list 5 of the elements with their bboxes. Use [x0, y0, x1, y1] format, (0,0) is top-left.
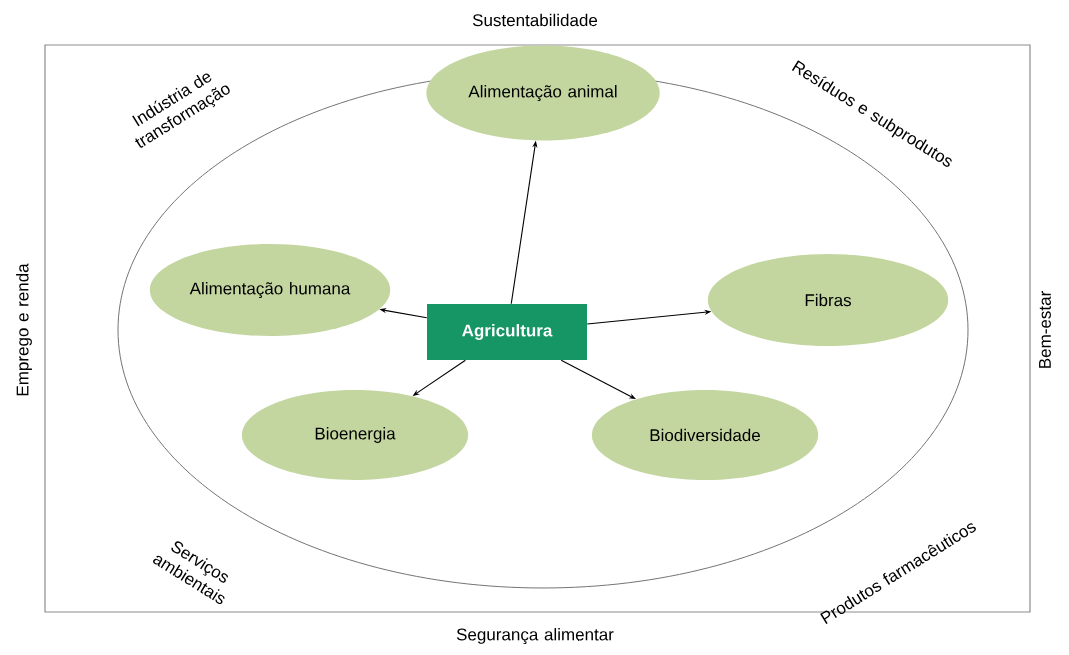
area-label: Sustentabilidade — [472, 13, 598, 27]
area-label: Bem-estar — [1039, 291, 1051, 368]
area-label: Segurança alimentar — [456, 628, 614, 644]
process-box: Agricultura — [427, 304, 587, 360]
area-label: Emprego e renda — [16, 263, 32, 396]
